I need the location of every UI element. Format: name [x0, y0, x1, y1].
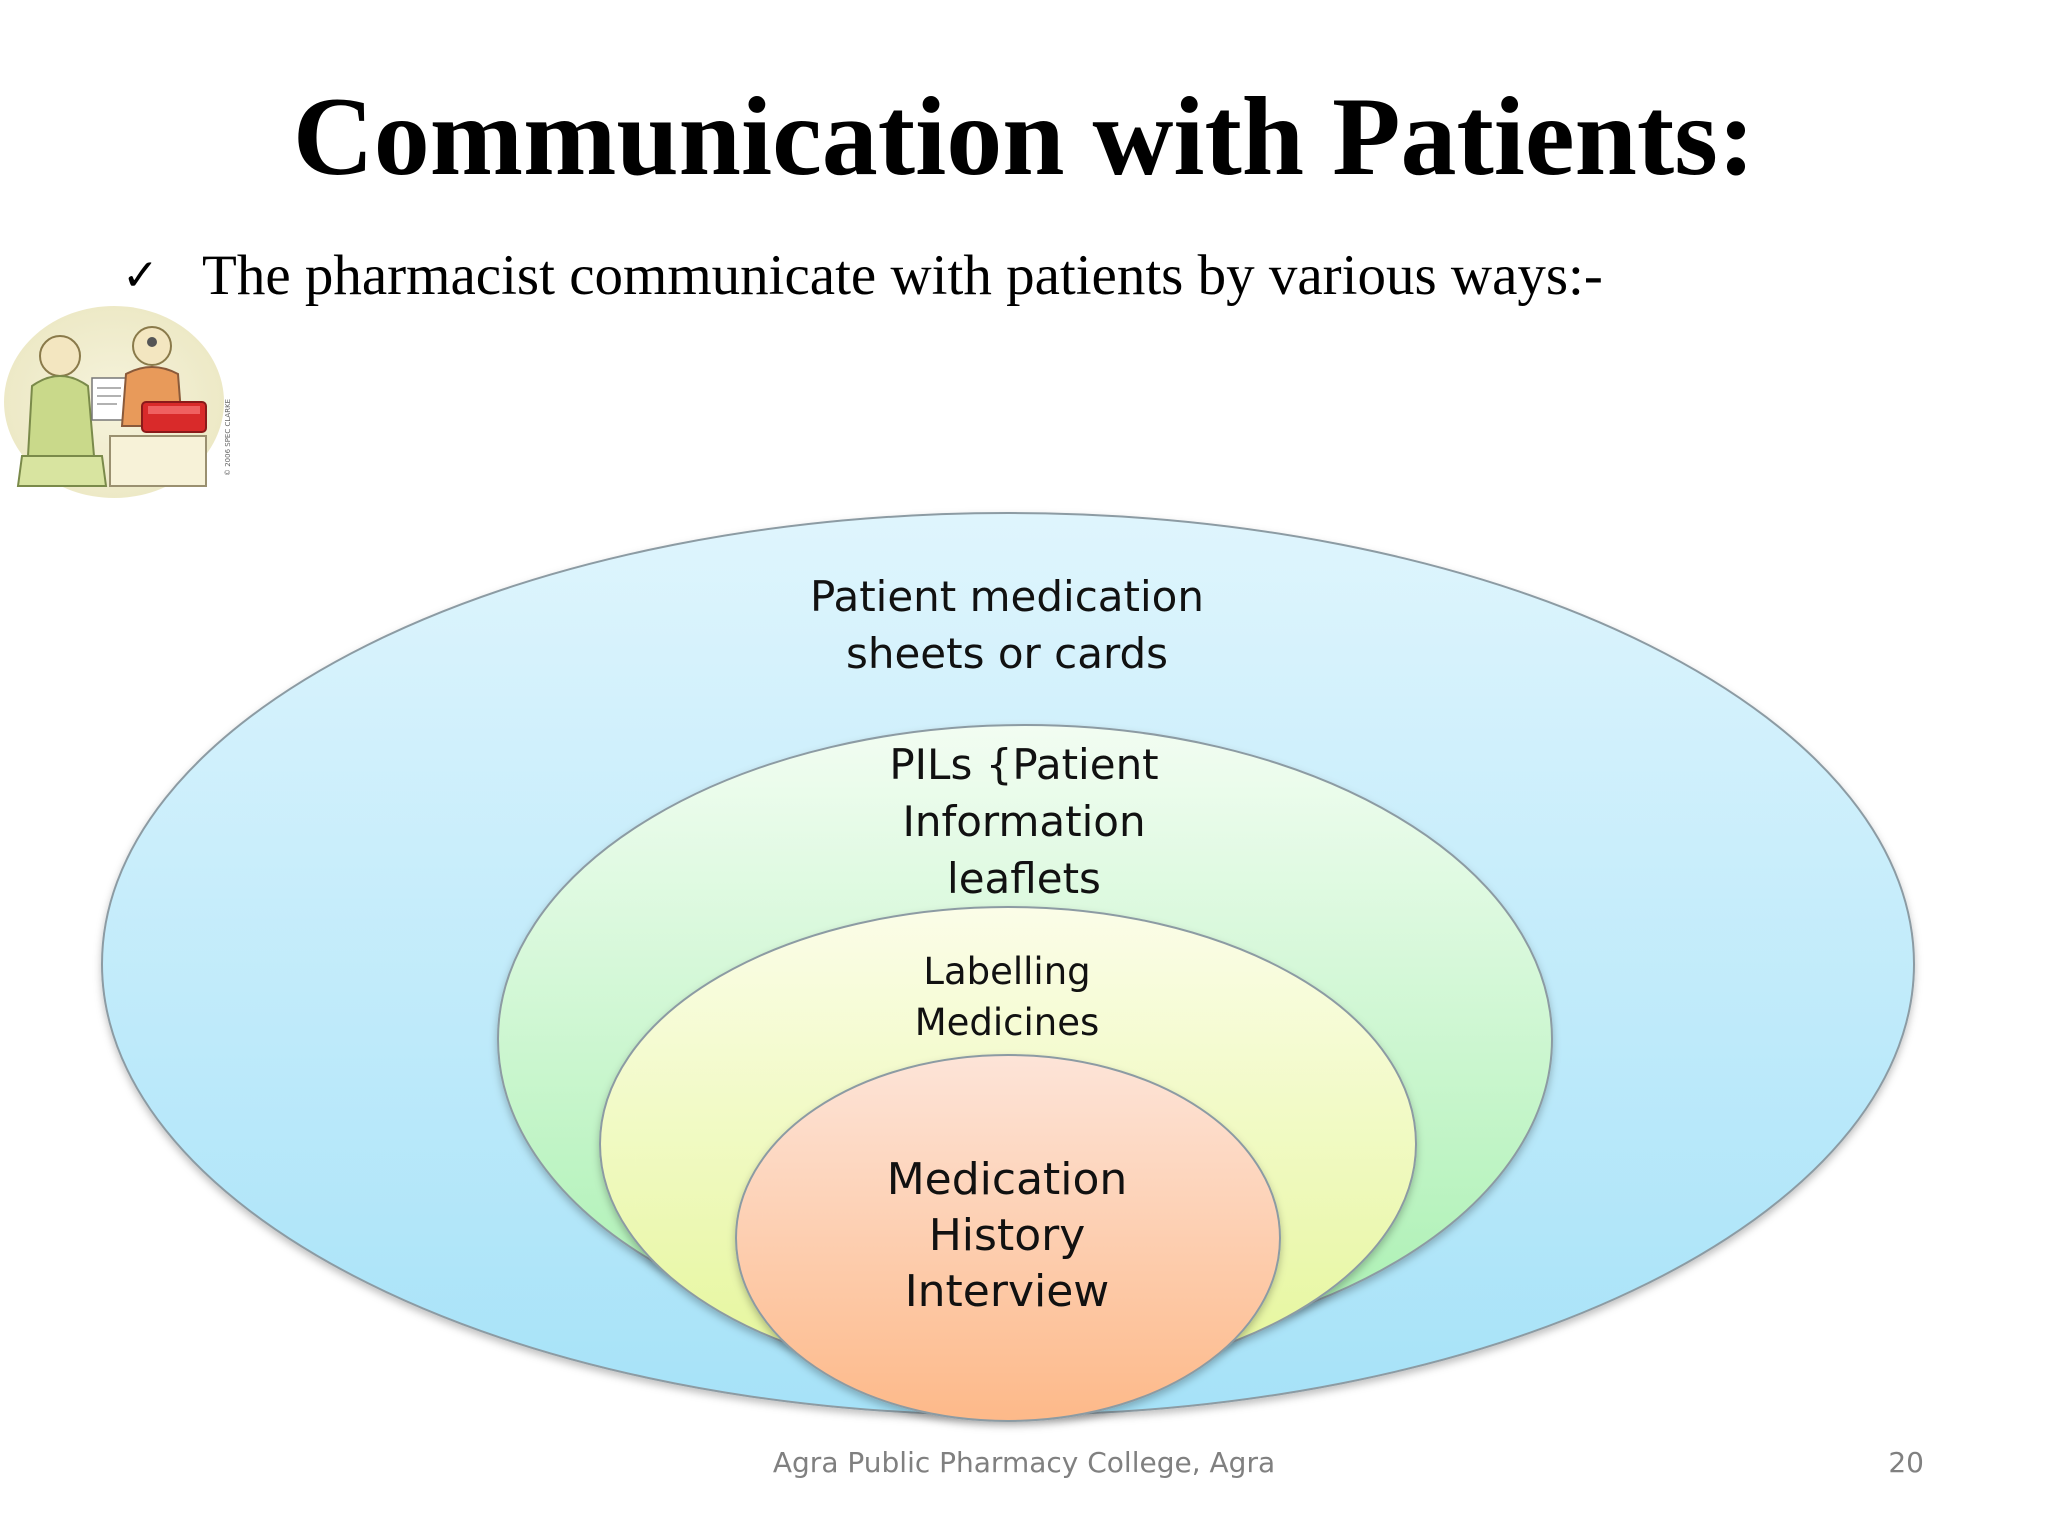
checkmark-icon: ✓	[122, 249, 159, 301]
slide-title: Communication with Patients:	[292, 75, 1756, 199]
layer-label-outer: Patient medication sheets or cards	[810, 572, 1204, 678]
svg-text:© 2006 SPEC CLARKE: © 2006 SPEC CLARKE	[224, 399, 232, 476]
bullet-item: ✓ The pharmacist communicate with patien…	[122, 240, 1603, 310]
layer-label-second: PILs {Patient Information leaflets	[889, 740, 1159, 903]
slide-footer: Agra Public Pharmacy College, Agra	[772, 1446, 1276, 1479]
ellipse-layer-inner	[735, 1054, 1281, 1422]
layer-label-third: Labelling Medicines	[914, 950, 1100, 1044]
layer-label-inner: Medication History Interview	[886, 1154, 1128, 1317]
page-number: 20	[1888, 1446, 1924, 1479]
pharmacist-patient-illustration: © 2006 SPEC CLARKE	[4, 306, 232, 498]
bullet-text: The pharmacist communicate with patients…	[202, 243, 1603, 307]
